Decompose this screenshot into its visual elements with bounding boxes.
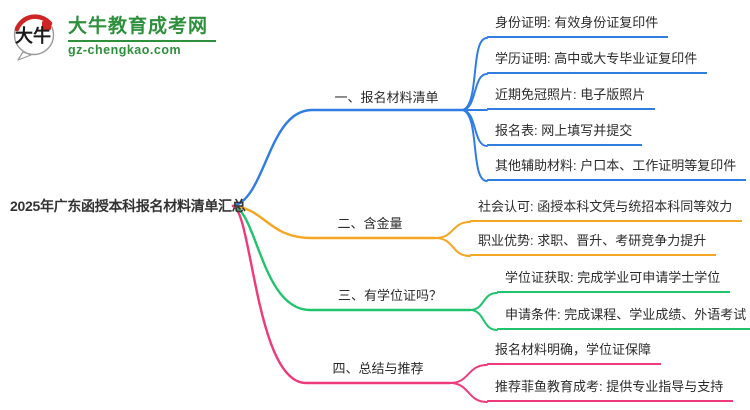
leaf-summary: 报名材料明确，学位证保障: [487, 338, 662, 365]
leaf-degree-conditions: 申请条件: 完成课程、学业成绩、外语考试: [497, 303, 750, 330]
branch-label-materials: 一、报名材料清单: [334, 90, 439, 105]
logo-divider: [68, 39, 216, 42]
central-topic: 2025年广东函授本科报名材料清单汇总: [10, 198, 246, 214]
site-logo[interactable]: 大牛 大牛教育成考网 gz-chengkao.com: [10, 10, 216, 62]
leaf-recommendation: 推荐菲鱼教育成考: 提供专业指导与支持: [487, 375, 734, 402]
leaf-other-materials: 其他辅助材料: 户口本、工作证明等复印件: [487, 154, 747, 181]
leaf-social-recognition: 社会认可: 函授本科文凭与统招本科同等效力: [470, 195, 743, 222]
site-domain: gz-chengkao.com: [68, 42, 182, 57]
leaf-career-advantage: 职业优势: 求职、晋升、考研竞争力提升: [470, 229, 717, 256]
bull-logo-icon: 大牛: [13, 14, 55, 61]
branch-label-summary: 四、总结与推荐: [332, 361, 424, 376]
branch-label-value: 二、含金量: [337, 216, 403, 231]
leaf-photo: 近期免冠照片: 电子版照片: [487, 83, 656, 110]
logo-icon-text: 大牛: [15, 25, 51, 46]
leaf-education-proof: 学历证明: 高中或大专毕业证复印件: [487, 47, 708, 74]
leaf-degree-obtain: 学位证获取: 完成学业可申请学士学位: [497, 266, 731, 293]
site-name: 大牛教育成考网: [68, 15, 209, 37]
branch-label-degree: 三、有学位证吗？: [337, 288, 442, 303]
leaf-registration-form: 报名表: 网上填写并提交: [487, 119, 643, 146]
leaf-id-proof: 身份证明: 有效身份证复印件: [487, 11, 669, 38]
